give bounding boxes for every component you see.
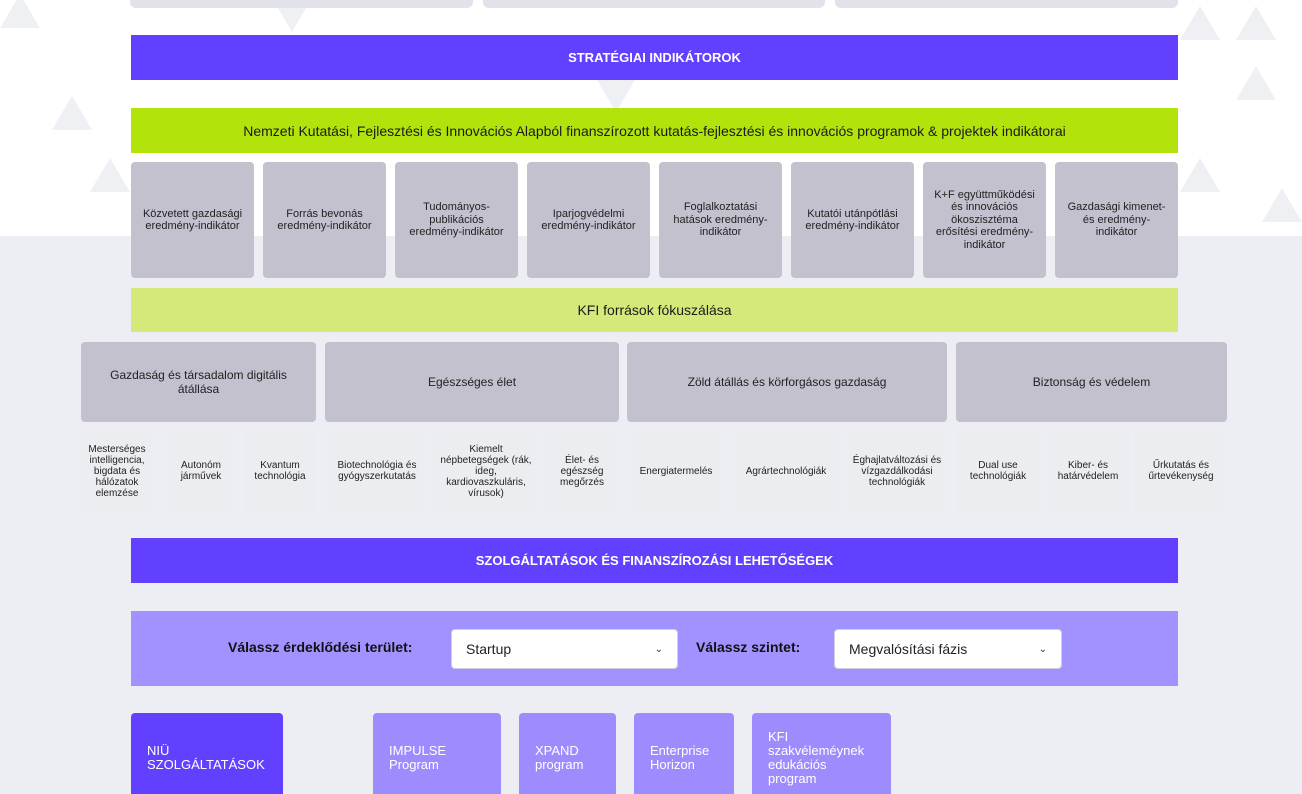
sub-area: Űrkutatás és űrtevékenység [1135,430,1227,512]
sub-area: Biotechnológia és gyógyszerkutatás [325,430,429,512]
tile-label: IMPULSE Program [389,743,447,772]
strategic-indicators-banner: STRATÉGIAI INDIKÁTOROK [131,35,1178,80]
top-card [130,0,473,8]
fund-indicators-bar: Nemzeti Kutatási, Fejlesztési és Innovác… [131,108,1178,153]
indicator-card: Gazdasági kimenet- és eredmény-indikátor [1055,162,1178,278]
chevron-down-icon: ⌄ [654,643,663,655]
indicator-card: Forrás bevonás eredmény-indikátor [263,162,386,278]
tile-enterprise-horizon[interactable]: Enterprise Horizon [634,713,734,794]
sub-area: Energiatermelés [627,430,725,512]
filter-panel: Válassz érdeklődési terület: Startup ⌄ V… [131,611,1178,686]
area-filter-label: Válassz érdeklődési terület: [228,639,413,655]
focus-area-card: Gazdaság és társadalom digitális átállás… [81,342,316,422]
level-select-value: Megvalósítási fázis [849,641,968,657]
sub-area: Éghajlatváltozási és vízgazdálkodási tec… [847,430,947,512]
sub-area: Dual use technológiák [956,430,1040,512]
sub-area: Kiber- és határvédelem [1046,430,1130,512]
indicator-card: Tudományos-publikációs eredmény-indikáto… [395,162,518,278]
decor-triangle [1236,6,1276,40]
indicator-card: Közvetett gazdasági eredmény-indikátor [131,162,254,278]
area-select-value: Startup [466,641,512,657]
tile-impulse[interactable]: IMPULSE Program [373,713,501,794]
focus-area-card: Egészséges élet [325,342,619,422]
sub-area: Mesterséges intelligencia, bigdata és há… [81,430,153,512]
tile-kfi-education[interactable]: KFI szakvéleméynek edukációs program [752,713,891,794]
decor-triangle [52,96,92,130]
area-select[interactable]: Startup ⌄ [451,629,678,669]
indicator-card: Foglalkoztatási hatások eredmény-indikát… [659,162,782,278]
indicator-cards: Közvetett gazdasági eredmény-indikátor F… [131,162,1178,278]
sub-area: Élet- és egészség megőrzés [545,430,619,512]
tile-label: XPAND program [535,743,584,772]
level-select[interactable]: Megvalósítási fázis ⌄ [834,629,1062,669]
tile-label: NIÜ SZOLGÁLTATÁSOK [147,743,265,772]
decor-triangle [90,158,130,192]
indicator-card: Iparjogvédelmi eredmény-indikátor [527,162,650,278]
focus-areas: Gazdaság és társadalom digitális átállás… [81,342,1227,422]
level-filter-label: Válassz szintet: [696,639,801,655]
indicator-card: Kutatói utánpótlási eredmény-indikátor [791,162,914,278]
top-card [482,0,826,8]
sub-area: Kvantum technológia [244,430,316,512]
focus-area-card: Zöld átállás és körforgásos gazdaság [627,342,947,422]
sub-areas: Mesterséges intelligencia, bigdata és há… [81,430,1227,512]
chevron-down-icon: ⌄ [1038,643,1047,655]
sub-area: Agrártechnológiák [731,430,841,512]
sub-area: Autonóm járművek [165,430,237,512]
focus-bar: KFI források fókuszálása [131,288,1178,332]
tile-niu-services[interactable]: NIÜ SZOLGÁLTATÁSOK [131,713,283,794]
decor-triangle [596,78,636,112]
decor-triangle [0,0,40,28]
indicator-card: K+F együttműködési és innovációs ökoszis… [923,162,1046,278]
services-banner: SZOLGÁLTATÁSOK ÉS FINANSZÍROZÁSI LEHETŐS… [131,538,1178,583]
tile-xpand[interactable]: XPAND program [519,713,616,794]
tile-label: KFI szakvéleméynek edukációs program [768,729,865,786]
decor-triangle [1180,6,1220,40]
top-cards-strip [130,0,1179,8]
decor-triangle [1236,66,1276,100]
tile-label: Enterprise Horizon [650,743,710,772]
focus-area-card: Biztonság és védelem [956,342,1227,422]
top-card [835,0,1179,8]
decor-triangle [1180,158,1220,192]
sub-area: Kiemelt népbetegségek (rák, ideg, kardio… [434,430,538,512]
decor-triangle [1262,188,1302,222]
